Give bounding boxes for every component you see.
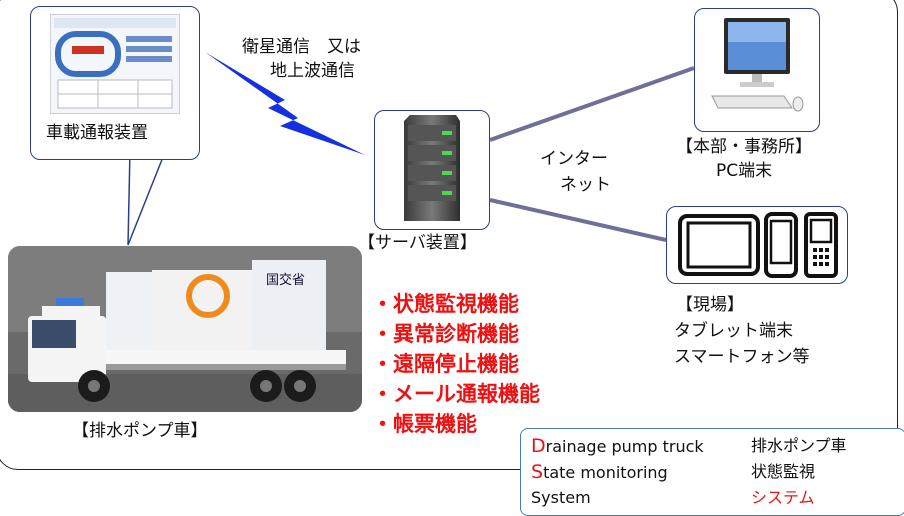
desktop-pc-icon <box>711 18 804 112</box>
server-icon <box>404 115 460 221</box>
device-label: 車載通報装置 <box>46 123 148 143</box>
feature-item: ・遠隔停止機能 <box>372 352 519 376</box>
legend-ja-system: システム <box>751 488 815 507</box>
feature-item: ・帳票機能 <box>372 412 477 436</box>
field-label-line2: タブレット端末 <box>674 321 793 341</box>
pump-truck-illustration: 国交省 <box>8 246 362 412</box>
field-label-line3: スマートフォン等 <box>674 347 810 367</box>
legend-english: tate monitoring <box>543 463 668 482</box>
feature-item: ・状態監視機能 <box>372 292 519 316</box>
feature-item: ・異常診断機能 <box>372 322 519 346</box>
legend-row-d: Drainage pump truck <box>531 433 704 460</box>
office-label-line2: PC端末 <box>716 161 773 181</box>
lightning-bolt-icon <box>205 52 365 155</box>
legend-initial: D <box>531 435 546 457</box>
truck-label: 【排水ポンプ車】 <box>72 421 208 441</box>
speech-bubble-tail <box>127 149 166 246</box>
legend-english: System <box>531 488 591 507</box>
feature-item: ・メール通報機能 <box>372 382 540 406</box>
system-frame <box>0 0 898 470</box>
feature-list: ・状態監視機能 ・異常診断機能 ・遠隔停止機能 ・メール通報機能 ・帳票機能 <box>372 289 540 439</box>
internet-label-line1: インター <box>540 149 608 169</box>
pump-truck-photo: 国交省 <box>8 246 362 412</box>
comm-label-line1: 衛星通信 又は <box>242 37 361 57</box>
legend-row-system: System <box>531 485 591 511</box>
truck-sign-text: 国交省 <box>266 272 305 288</box>
device-screen-icon <box>50 14 180 114</box>
office-label-line1: 【本部・事務所】 <box>676 137 812 157</box>
legend-ja-d: 排水ポンプ車 <box>751 436 847 455</box>
server-label: 【サーバ装置】 <box>358 233 477 253</box>
legend-english: rainage pump truck <box>545 437 704 456</box>
internet-label-line2: ネット <box>560 175 611 195</box>
legend-row-s: State monitoring <box>531 459 668 486</box>
tablet-smartphone-icon <box>678 212 838 278</box>
legend-initial: S <box>531 461 544 483</box>
legend-ja-s: 状態監視 <box>751 462 816 481</box>
comm-label-line2: 地上波通信 <box>270 61 355 81</box>
line-server-pc <box>489 66 695 142</box>
line-server-tablet <box>489 198 667 242</box>
acronym-legend: Drainage pump truck 排水ポンプ車 State monitor… <box>520 428 904 516</box>
field-label-line1: 【現場】 <box>676 295 744 315</box>
